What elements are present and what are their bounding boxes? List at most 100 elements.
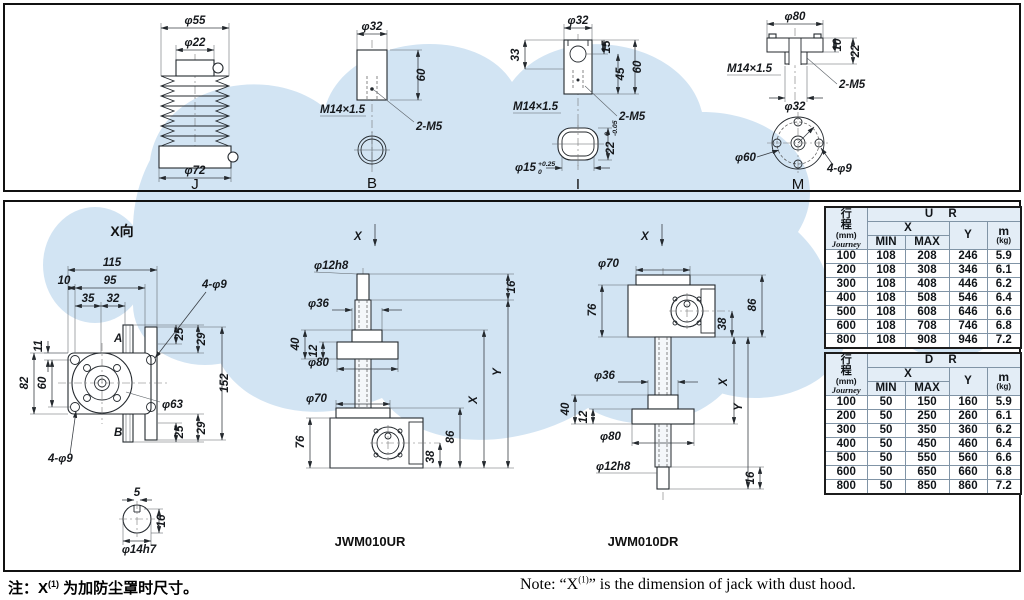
table-cell: 50 <box>866 437 906 452</box>
dim-95: 95 <box>104 275 117 287</box>
dim-phi80: φ80 <box>600 431 621 443</box>
x-header: X <box>866 221 950 236</box>
dim-76: 76 <box>295 435 307 448</box>
table-cell: 850 <box>904 479 950 495</box>
table-cell: 160 <box>948 395 988 410</box>
table-cell: 508 <box>904 291 950 306</box>
dim-phi70: φ70 <box>306 393 327 405</box>
j-geometry <box>158 23 239 182</box>
dim-22-sup: 0 <box>604 132 611 136</box>
table-cell: 7.2 <box>986 333 1022 349</box>
m-geometry <box>727 20 857 174</box>
dim-12: 12 <box>578 410 590 423</box>
label-i: I <box>576 176 580 193</box>
dim-phi15-sub: 0 <box>538 169 542 176</box>
note-english: Note: “X(1)” is the dimension of jack wi… <box>520 575 856 594</box>
table-cell: 408 <box>904 277 950 292</box>
dim-phi70: φ70 <box>598 258 619 270</box>
table-cell: 308 <box>904 263 950 278</box>
mass-symbol: m <box>998 370 1010 384</box>
dim-key-16: 16 <box>156 514 168 527</box>
table-cell: 108 <box>866 263 906 278</box>
table-cell: 108 <box>866 305 906 320</box>
dim-4phi9-top: 4-φ9 <box>201 279 227 291</box>
dim-phi80: φ80 <box>308 357 329 369</box>
table-cell: 646 <box>948 305 988 320</box>
table-cell: 50 <box>866 409 906 424</box>
dim-phi12h8: φ12h8 <box>314 260 349 272</box>
dim-40: 40 <box>560 402 572 416</box>
dim-60: 60 <box>37 376 49 389</box>
drawing-jwm010ur: X φ12h8 16 φ36 40 12 φ80 φ70 76 86 38 X … <box>290 224 518 549</box>
table-cell: 6.6 <box>986 451 1022 466</box>
dim-60: 60 <box>416 68 428 81</box>
ur-x-arrow-label: X <box>353 231 363 243</box>
table-cell: 560 <box>948 451 988 466</box>
table-cell: 5.9 <box>986 249 1022 264</box>
dim-phi32: φ32 <box>362 21 383 33</box>
dim-2m5: 2-M5 <box>838 79 866 91</box>
table-cell: 400 <box>824 437 868 452</box>
journey-unit: (mm) <box>835 375 857 386</box>
table-header-row: 行 程 (mm) Journey D R <box>824 352 1022 396</box>
dim-11: 11 <box>33 340 45 352</box>
drawing-jwm010dr: X φ70 76 86 38 φ36 40 12 φ80 φ12h8 16 X … <box>560 224 766 549</box>
table-cell: 360 <box>948 423 988 438</box>
dim-phi32: φ32 <box>785 101 806 113</box>
dim-phi32: φ32 <box>568 15 589 27</box>
journey-cn1: 行 <box>840 353 852 366</box>
table-header-row: MIN MAX <box>825 381 1021 396</box>
xview-geometry <box>30 266 226 545</box>
b-geometry <box>320 30 422 172</box>
dim-76: 76 <box>587 303 599 316</box>
table-cell: 150 <box>904 395 950 410</box>
note-en-rest: ” is the dimension of jack with dust hoo… <box>588 576 856 593</box>
table-cell: 546 <box>948 291 988 306</box>
dim-16: 16 <box>506 280 518 293</box>
table-header-row: X Y m (kg) <box>825 367 1022 396</box>
xview-title: X向 <box>110 223 133 239</box>
table-cell: 708 <box>904 319 950 334</box>
model-jwm010dr: JWM010DR <box>608 534 679 549</box>
dim-25-bottom: 25 <box>174 425 186 439</box>
journey-cn1: 行 <box>840 207 852 220</box>
dim-phi36: φ36 <box>308 298 329 310</box>
dim-25-top: 25 <box>174 327 186 341</box>
mass-header: m (kg) <box>986 221 1022 250</box>
table-cell: 600 <box>824 319 868 334</box>
table-cell: 250 <box>904 409 950 424</box>
mass-unit: (kg) <box>996 236 1012 245</box>
mass-header: m (kg) <box>986 367 1022 396</box>
table-cell: 6.8 <box>986 465 1022 480</box>
label-j: J <box>191 176 199 193</box>
dim-33: 33 <box>510 48 522 61</box>
dim-phi80: φ80 <box>785 11 806 23</box>
dim-60: 60 <box>632 60 644 73</box>
table-cell: 6.4 <box>986 291 1022 306</box>
dim-38: 38 <box>717 317 729 330</box>
table-cell: 800 <box>824 479 868 495</box>
dim-phi15: φ15 <box>515 162 536 174</box>
note-cn-sup: (1) <box>48 579 60 589</box>
table-cell: 6.2 <box>986 423 1022 438</box>
drawing-m-flange: φ80 10 22 M14×1.5 2-M5 φ32 φ60 4-φ9 M <box>727 11 866 193</box>
max-header: MAX <box>904 235 950 250</box>
journey-header: 行 程 (mm) Journey <box>824 352 868 396</box>
table-cell: 6.6 <box>986 305 1022 320</box>
dim-phi22: φ22 <box>185 37 206 49</box>
journey-cn2: 程 <box>840 218 852 231</box>
table-cell: 200 <box>824 409 868 424</box>
table-cell: 946 <box>948 333 988 349</box>
journey-cn2: 程 <box>840 364 852 377</box>
table-cell: 660 <box>948 465 988 480</box>
table-cell: 108 <box>866 319 906 334</box>
dim-29-top: 29 <box>196 332 208 346</box>
table-header-row: 行 程 (mm) Journey U R <box>824 206 1022 250</box>
